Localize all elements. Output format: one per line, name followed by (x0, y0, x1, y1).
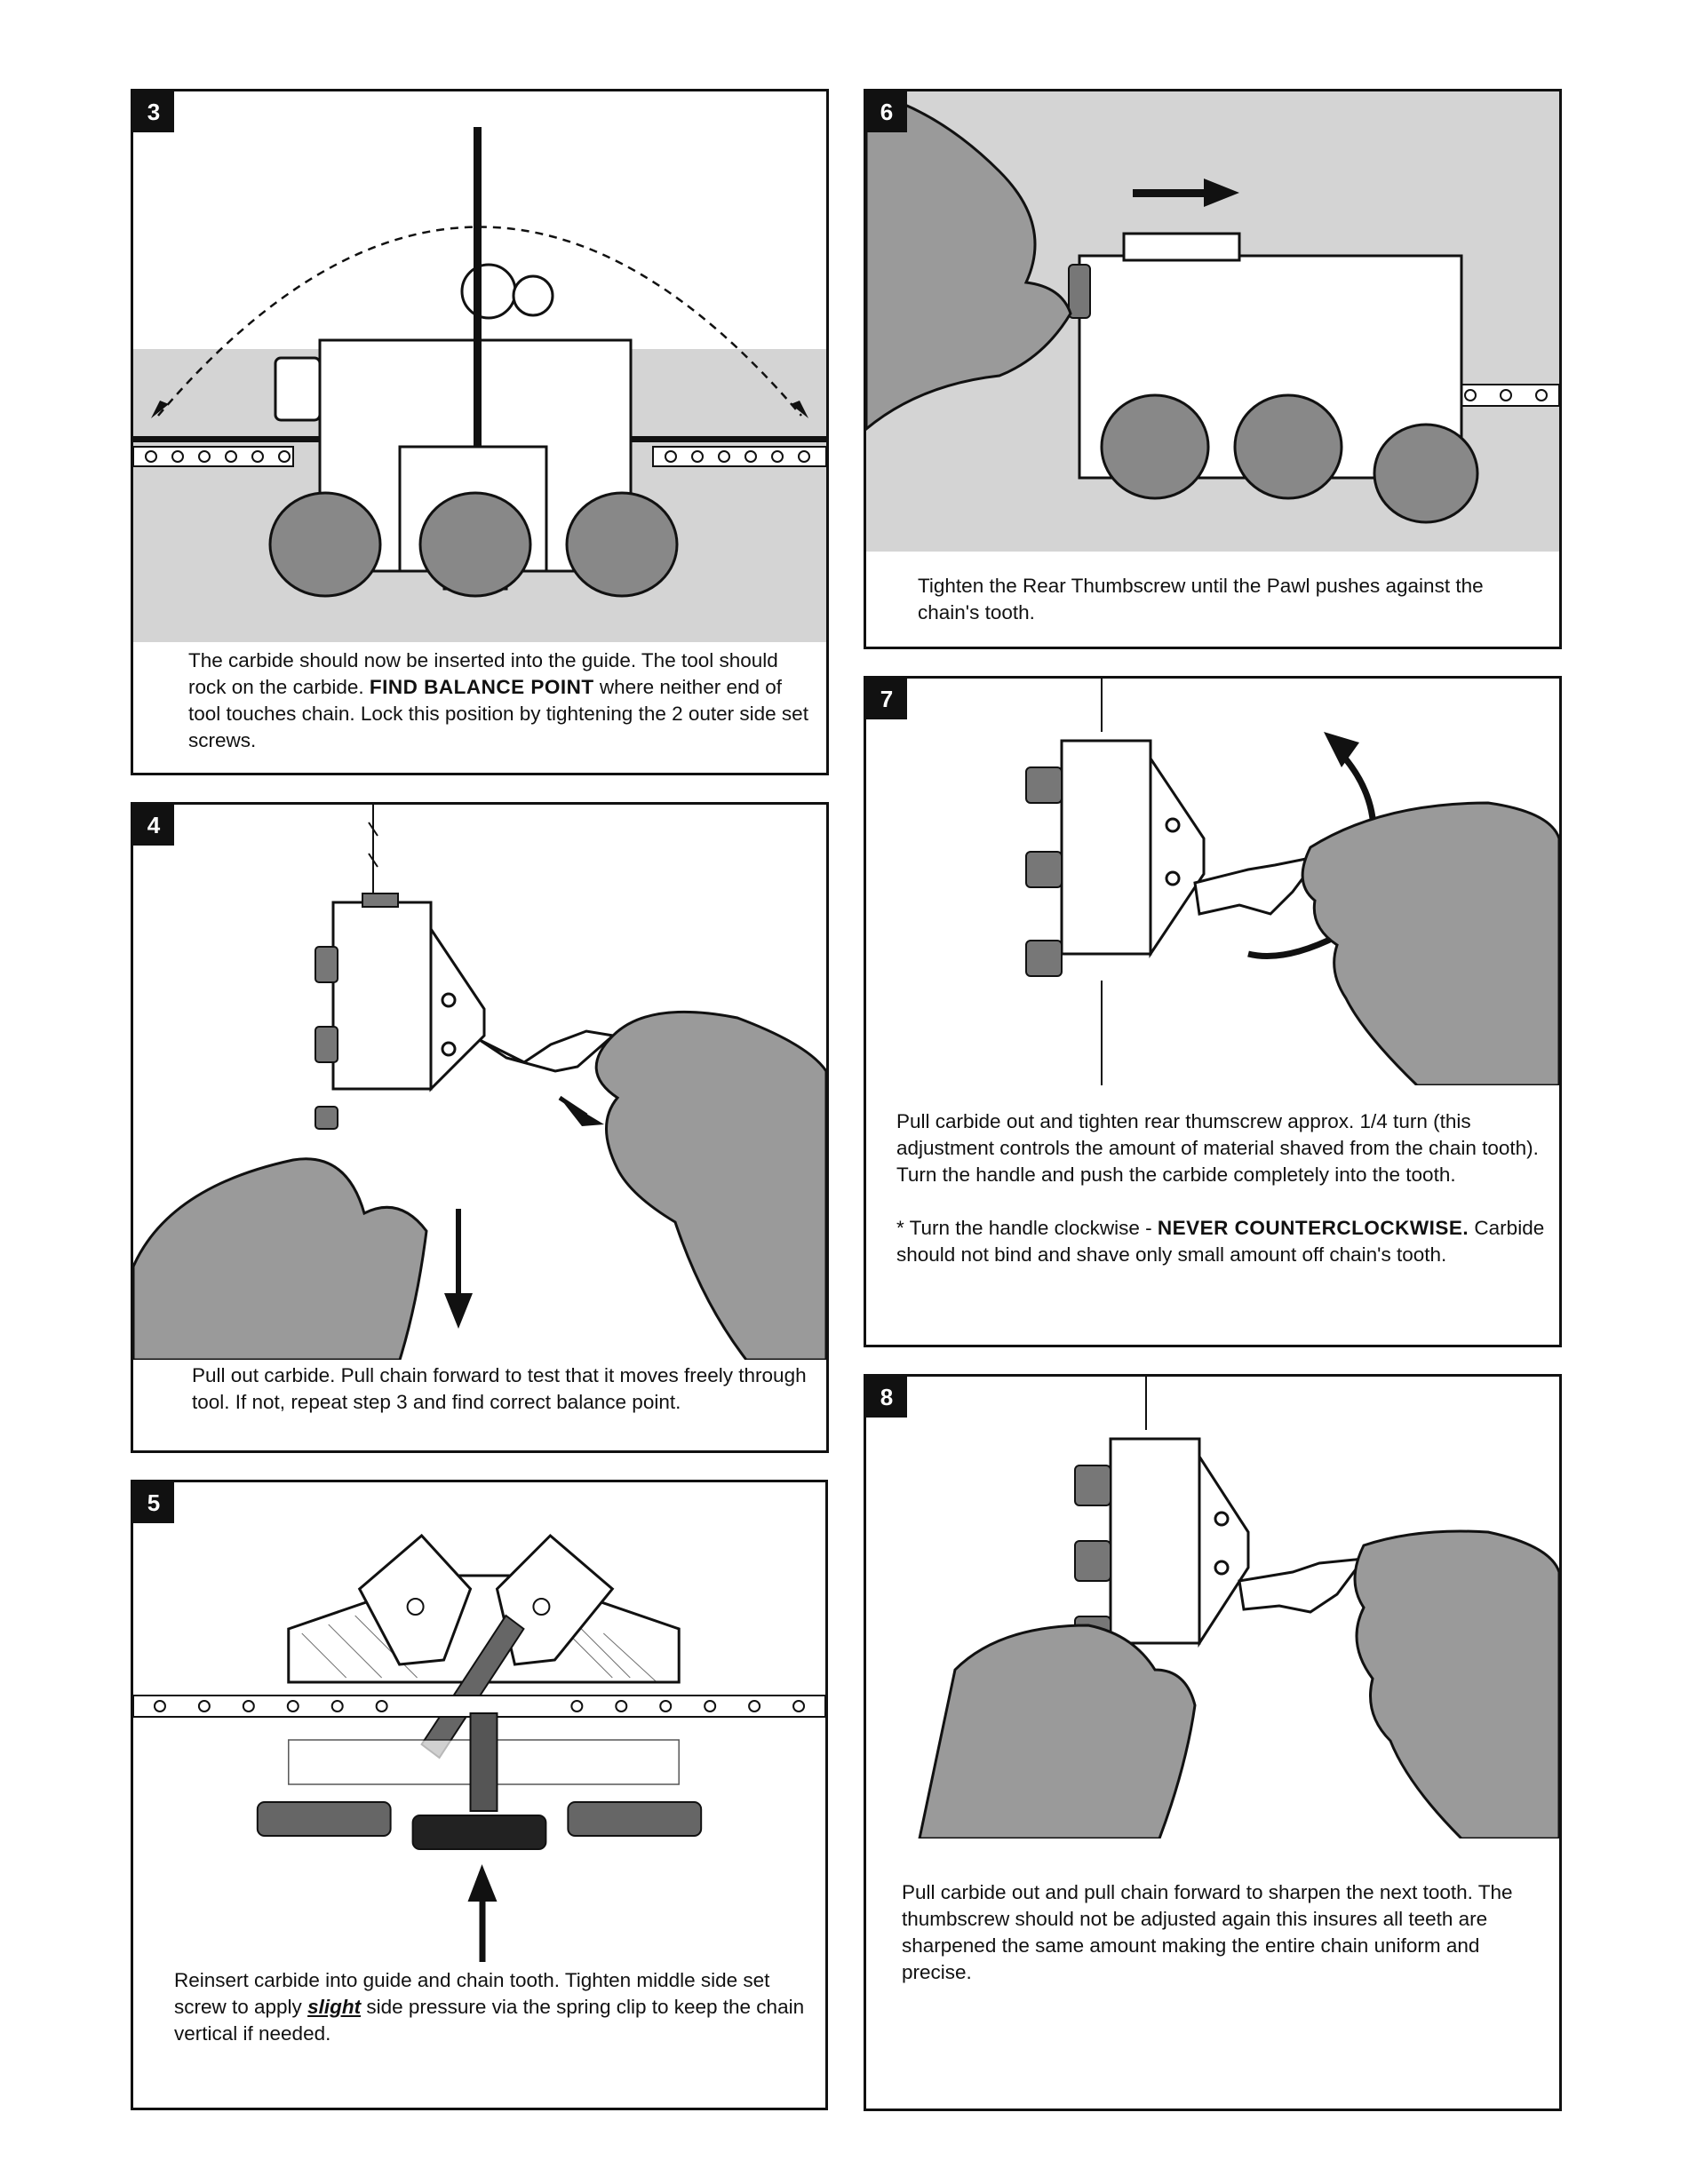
step-4-number: 4 (133, 805, 174, 846)
step-7-caption-emphasis: NEVER COUNTERCLOCKWISE. (1157, 1217, 1469, 1239)
step-7-caption: Pull carbide out and tighten rear thumsc… (896, 1108, 1545, 1268)
step-7-number: 7 (866, 679, 907, 719)
step-8-caption-text: Pull carbide out and pull chain forward … (902, 1881, 1513, 1983)
step-5-caption-part-3: side pressure via the spring clip to kee… (174, 1996, 805, 2045)
step-3-panel: 3 (131, 89, 829, 775)
step-5-caption: Reinsert carbide into guide and chain to… (174, 1967, 814, 2047)
step-7-caption-p2-part-1: * Turn the handle clockwise - (896, 1217, 1158, 1239)
step-4-illustration (133, 805, 826, 1360)
step-5-number: 5 (133, 1482, 174, 1523)
step-6-number: 6 (866, 91, 907, 132)
step-5-caption-part-1: Reinsert carbide into guide and chain to… (174, 1969, 770, 2018)
step-8-illustration (866, 1377, 1559, 1839)
step-7-illustration (866, 679, 1559, 1085)
step-4-panel: 4 (131, 802, 829, 1453)
step-4-caption-text: Pull out carbide. Pull chain forward to … (192, 1364, 807, 1413)
step-6-caption: Tighten the Rear Thumbscrew until the Pa… (918, 573, 1540, 626)
step-3-number: 3 (133, 91, 174, 132)
step-6-panel: 6 Tigh (864, 89, 1562, 649)
step-7-panel: 7 Pull carbide o (864, 676, 1562, 1347)
step-8-panel: 8 Pull carbide out and pull ch (864, 1374, 1562, 2111)
step-5-caption-emphasis: slight (307, 1996, 362, 2018)
step-3-caption-emphasis: FIND BALANCE POINT (369, 676, 594, 698)
step-3-caption: The carbide should now be inserted into … (188, 647, 810, 754)
step-8-caption: Pull carbide out and pull chain forward … (902, 1879, 1541, 1986)
step-3-caption-part-3: where neither end of tool touches chain.… (188, 676, 808, 751)
step-7-caption-p1: Pull carbide out and tighten rear thumsc… (896, 1110, 1539, 1186)
step-3-caption-part-1: The carbide should now be inserted into … (188, 649, 778, 698)
step-7-caption-p2-part-3: Carbide should not bind and shave only s… (896, 1217, 1545, 1266)
step-8-number: 8 (866, 1377, 907, 1418)
step-3-illustration (133, 91, 826, 642)
step-4-caption: Pull out carbide. Pull chain forward to … (192, 1362, 814, 1416)
step-5-panel: 5 (131, 1480, 828, 2110)
step-6-caption-text: Tighten the Rear Thumbscrew until the Pa… (918, 575, 1484, 623)
step-6-illustration (866, 91, 1559, 552)
step-5-illustration (133, 1482, 825, 1962)
